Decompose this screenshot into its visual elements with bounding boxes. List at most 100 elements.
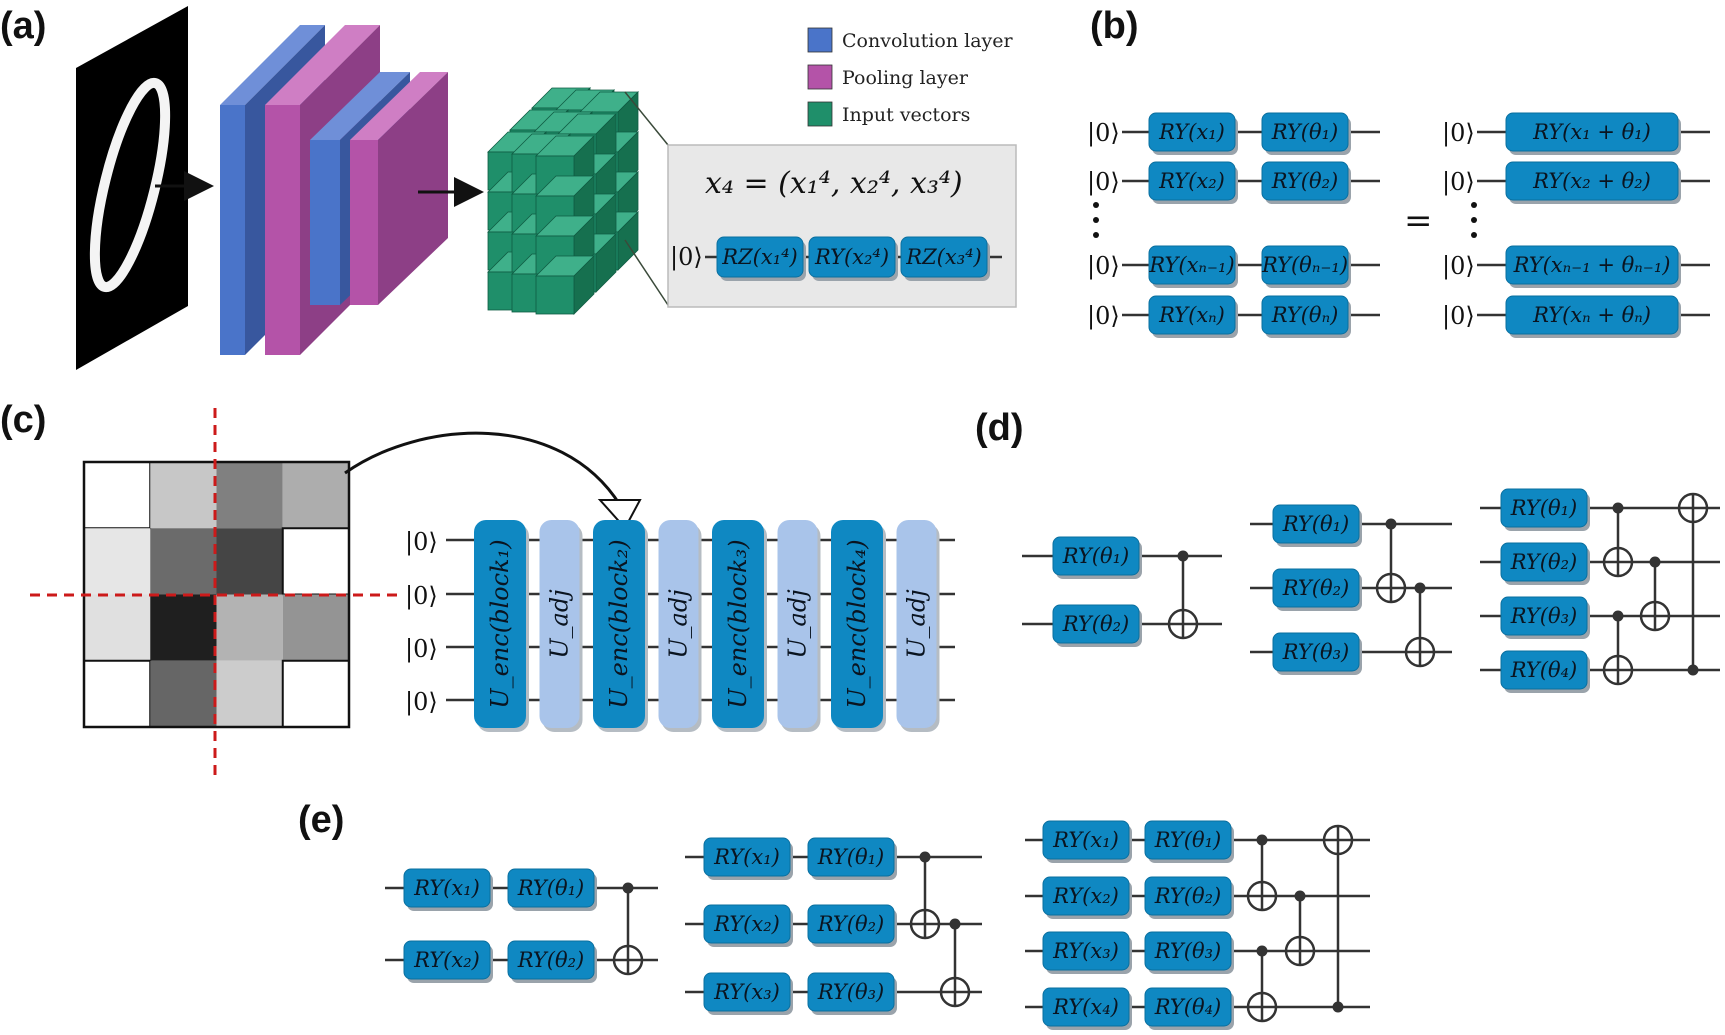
zoom-line-top <box>624 91 669 146</box>
pixel-cell <box>84 594 151 661</box>
ellipsis-dot <box>1471 217 1477 223</box>
pixel-cell <box>84 528 151 595</box>
vector-encoding-box: x₄ = (x₁⁴, x₂⁴, x₃⁴) |0⟩ RZ(x₁⁴)RY(x₂⁴)R… <box>667 144 1017 308</box>
cnot-gate <box>939 918 971 1008</box>
ry-theta-gate: RY(θ₁) <box>1144 820 1234 863</box>
legend-swatch-input-vectors <box>807 101 833 127</box>
ry-x-gate-label: RY(x₂) <box>413 948 480 972</box>
ry-theta-gate-label: RY(θ₁) <box>1282 512 1349 536</box>
ry-theta-gate: RY(θ₂) <box>1272 568 1362 611</box>
pixel-grid <box>83 461 350 728</box>
ry-x-gate: RY(xₙ) <box>1148 295 1238 338</box>
cnot-gate <box>1677 492 1709 676</box>
ry-theta-gate-label: RY(θ₁) <box>517 876 584 900</box>
ry-x-gate-label: RY(x₂) <box>1158 169 1225 193</box>
ry-x-gate-label: RY(x₁) <box>713 845 780 869</box>
control-dot <box>919 851 931 863</box>
panel-label-e: (e) <box>298 799 344 841</box>
ry-x-gate: RY(x₁) <box>703 837 793 880</box>
ry-x-gate-label: RY(x₃) <box>713 980 780 1004</box>
zoom-line-bottom <box>624 239 669 306</box>
panel-label-c: (c) <box>0 399 46 441</box>
ry-theta-gate: RY(θ₂) <box>1052 604 1142 647</box>
equals-sign: = <box>1404 201 1433 241</box>
ry-theta-gate-label: RY(θₙ) <box>1271 303 1339 327</box>
curved-arrow-shaft <box>344 431 622 506</box>
ket-zero: |0⟩ <box>405 635 438 664</box>
ry-theta-gate-label: RY(θ₄) <box>1510 658 1577 682</box>
ry-x-gate: RY(x₃) <box>703 972 793 1015</box>
cnn-layers <box>220 25 448 355</box>
three-qubit-ansatz: RY(θ₁) RY(θ₂) RY(θ₃) <box>1250 504 1452 675</box>
ry-theta-gate: RY(θ₂) <box>1144 876 1234 919</box>
control-dot <box>1649 556 1661 568</box>
cnot-gate <box>1167 550 1199 640</box>
ry-x-gate-label: RY(xₙ) <box>1158 303 1225 327</box>
ry-theta-gate-label: RY(θ₁) <box>817 845 884 869</box>
ry-theta-gate-label: RY(θ₂) <box>1271 169 1338 193</box>
block-label: U_enc(block₃) <box>724 539 752 708</box>
control-dot <box>1332 1001 1344 1013</box>
vector-equation: x₄ = (x₁⁴, x₂⁴, x₃⁴) <box>705 166 963 201</box>
pixel-cell <box>150 528 217 595</box>
pixel-cell <box>150 594 217 661</box>
encoding-gate: RZ(x₁⁴) <box>716 236 806 281</box>
control-dot <box>1294 890 1306 902</box>
input-vector-cubes <box>487 87 639 315</box>
ket-zero: |0⟩ <box>670 243 703 272</box>
cnot-gate <box>1602 502 1634 578</box>
pixel-cell <box>83 461 152 530</box>
ry-theta-gate: RY(θ₁) <box>1500 488 1590 531</box>
ry-theta-gate-label: RY(θ₁) <box>1154 828 1221 852</box>
legend-swatch-convolution <box>807 27 833 53</box>
encoding-block: U_enc(block₄) <box>831 520 886 732</box>
ry-x-gate: RY(x₃) <box>1042 931 1132 974</box>
cnot-gate <box>612 882 644 976</box>
cnot-gate <box>1246 834 1278 912</box>
panel-label-d: (d) <box>975 407 1024 449</box>
ry-theta-gate-label: RY(θ₃) <box>1282 640 1349 664</box>
adjacency-block: U_adj <box>777 520 821 732</box>
ry-theta-gate: RY(θ₂) <box>1500 542 1590 585</box>
ry-theta-gate-label: RY(θ₃) <box>1154 939 1221 963</box>
ry-theta-gate: RY(θ₁) <box>1261 112 1351 155</box>
ry-theta-gate-label: RY(θ₂) <box>817 912 884 936</box>
ry-x-gate: RY(x₂) <box>703 904 793 947</box>
ry-x-gate: RY(x₁) <box>1148 112 1238 155</box>
legend-label-input-vectors: Input vectors <box>842 104 970 126</box>
ry-combined-gate: RY(xₙ + θₙ) <box>1505 295 1681 338</box>
pixel-cell <box>216 528 283 595</box>
ket-zero: |0⟩ <box>1442 168 1475 197</box>
block-label: U_adj <box>784 589 812 659</box>
pixel-cell <box>150 660 217 727</box>
ry-theta-gate-label: RY(θ₂) <box>1062 612 1129 636</box>
ket-zero: |0⟩ <box>1087 119 1120 148</box>
pixel-cell <box>150 462 217 529</box>
block-label: U_adj <box>665 589 693 659</box>
ry-x-gate: RY(x₂) <box>403 940 493 983</box>
ry-x-gate: RY(x₁) <box>1042 820 1132 863</box>
block-label: U_adj <box>903 589 931 659</box>
ry-theta-gate: RY(θ₁) <box>807 837 897 880</box>
panel-a: x₄ = (x₁⁴, x₂⁴, x₃⁴) |0⟩ RZ(x₁⁴)RY(x₂⁴)R… <box>76 6 1017 370</box>
ry-x-gate: RY(x₂) <box>1042 876 1132 919</box>
ry-theta-gate-label: RY(θ₂) <box>517 948 584 972</box>
cnot-gate <box>1322 824 1354 1013</box>
cnot-gate <box>1639 556 1671 632</box>
cnot-gate <box>909 851 941 940</box>
four-qubit-ansatz: RY(θ₁)RY(θ₂)RY(θ₃)RY(θ₄) <box>1480 488 1720 693</box>
ry-theta-gate-label: RY(θ₂) <box>1282 576 1349 600</box>
ry-x-gate-label: RY(x₁) <box>1158 120 1225 144</box>
ry-theta-gate: RY(θₙ₋₁) <box>1261 245 1351 288</box>
ry-x-gate-label: RY(x₄) <box>1052 995 1119 1019</box>
four-qubit-encoding-ansatz: RY(x₁) RY(θ₁) RY(x₂) RY(θ₂) RY(x₃) RY(θ₃) RY(x… <box>1025 820 1370 1030</box>
control-dot <box>949 918 961 930</box>
ket-zero: |0⟩ <box>405 582 438 611</box>
legend-swatch-pooling <box>807 64 833 90</box>
ry-x-gate: RY(x₂) <box>1148 161 1238 204</box>
ry-theta-gate: RY(θ₁) <box>1052 536 1142 579</box>
ry-x-gate-label: RY(x₃) <box>1052 939 1119 963</box>
block-label: U_adj <box>546 589 574 659</box>
